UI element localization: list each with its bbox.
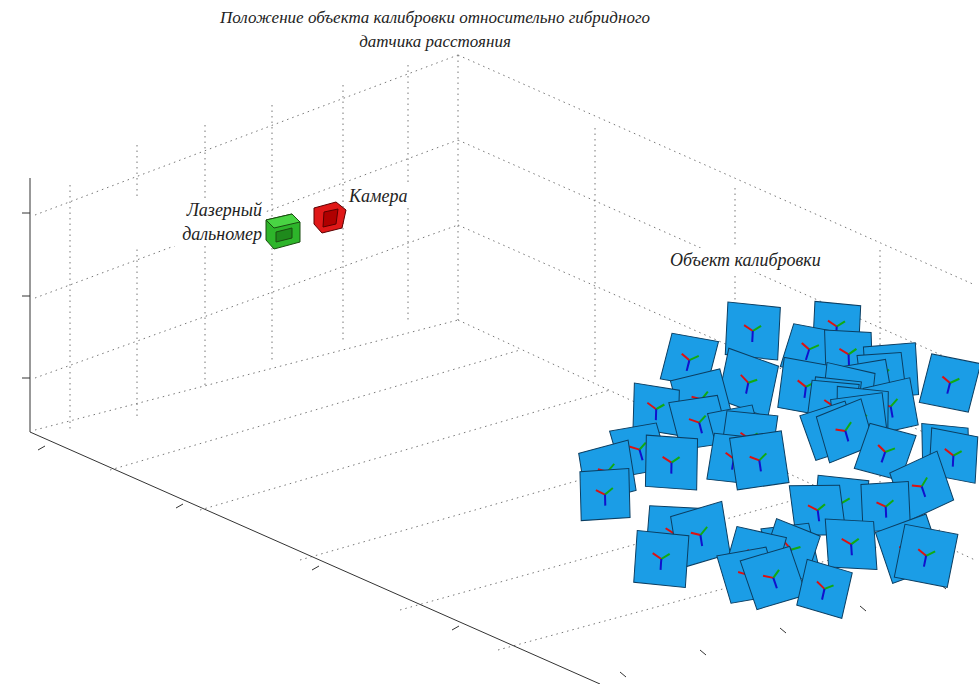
grid: [22, 55, 975, 684]
target-plane: [634, 530, 689, 587]
target-plane: [825, 519, 877, 569]
target-plane: [645, 435, 697, 490]
target-label: Объект калибровки: [668, 248, 823, 272]
rangefinder-label: Лазерный дальномер: [120, 198, 264, 246]
target-plane: [740, 546, 806, 609]
target-plane: [894, 524, 958, 587]
target-plane: [730, 431, 789, 490]
camera-label: Камера: [347, 184, 409, 208]
plot-title: Положение объекта калибровки относительн…: [195, 6, 675, 54]
calibration-targets: [579, 301, 979, 618]
target-plane: [580, 469, 630, 521]
target-plane: [919, 354, 979, 412]
target-plane: [797, 559, 852, 618]
laser-rangefinder: [266, 214, 300, 249]
camera: [314, 202, 346, 233]
